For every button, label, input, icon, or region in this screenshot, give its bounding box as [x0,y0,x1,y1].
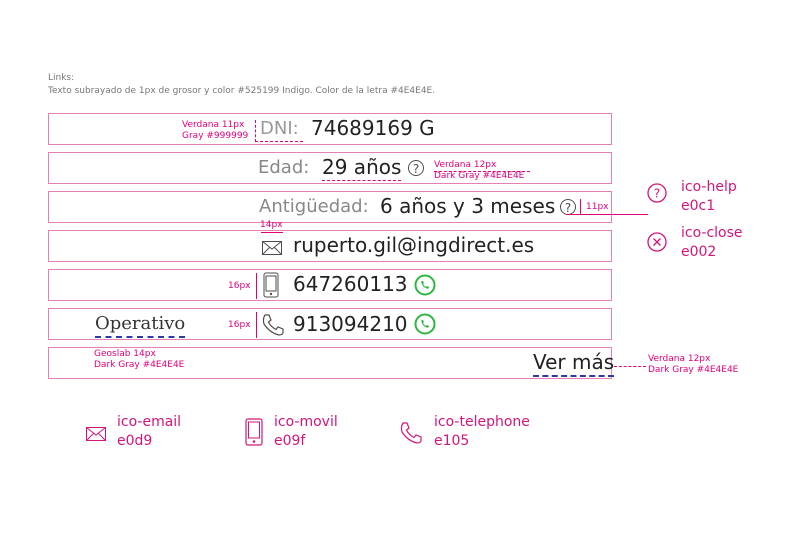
whatsapp-icon[interactable] [414,274,436,300]
row-antiguedad-box [48,191,612,223]
telephone-icon [261,313,285,341]
movil-size-note: 16px [228,281,251,291]
edad-annotation: Verdana 12px Dark Gray #4E4E4E [434,160,525,181]
email-size-note: 14px [260,220,283,230]
edad-label: Edad: [258,157,310,178]
legend-movil: ico-movil e09f [274,414,338,449]
header-title: Links: [48,73,75,83]
row-telefono-box [48,308,612,340]
help-icon: ? [647,183,667,207]
svg-text:?: ? [654,187,660,201]
close-icon [647,232,667,256]
movil-value[interactable]: 647260113 [293,272,408,296]
whatsapp-icon[interactable] [414,313,436,339]
dni-value: 74689169 G [311,116,435,140]
telefono-size-note: 16px [228,320,251,330]
dni-annotation-line [255,141,303,142]
vermas-annotation-line [614,366,646,367]
email-value[interactable]: ruperto.gil@ingdirect.es [293,233,535,257]
dni-annotation: Verdana 11px Gray #999999 [182,120,249,141]
antiguedad-size-note: 11px [586,202,609,212]
email-size-arrow [261,232,283,233]
edad-value[interactable]: 29 años [322,155,402,181]
telephone-icon [399,421,423,449]
mobile-icon [263,272,279,302]
antiguedad-help-icon[interactable]: ? [560,199,576,215]
edad-annotation-line [434,171,530,172]
row-movil-box [48,269,612,301]
dni-annotation-bracket [255,120,257,142]
legend-telephone: ico-telephone e105 [434,414,530,449]
movil-size-arrow [256,273,257,299]
ver-mas-link[interactable]: Ver más [533,350,615,377]
antiguedad-label: Antigüedad: [259,196,369,217]
email-icon [86,426,106,445]
legend-help: ico-help e0c1 [681,179,737,214]
antiguedad-size-arrow [580,199,581,215]
telefono-size-arrow [256,312,257,338]
edad-help-icon[interactable]: ? [408,160,424,176]
legend-close: ico-close e002 [681,225,743,260]
status-operativo: Operativo [95,313,186,338]
row-dni-box [48,113,612,145]
telefono-value[interactable]: 913094210 [293,312,408,336]
status-annotation: Geoslab 14px Dark Gray #4E4E4E [94,349,185,370]
email-icon [262,240,282,259]
legend-email: ico-email e0d9 [117,414,182,449]
vermas-annotation: Verdana 12px Dark Gray #4E4E4E [648,354,739,375]
help-pointer-line [566,214,648,215]
row-vermas-box [48,347,612,379]
dni-label: DNI: [260,118,299,139]
antiguedad-value: 6 años y 3 meses [380,194,556,218]
row-edad-box [48,152,612,184]
mobile-icon [245,418,263,450]
row-email-box [48,230,612,262]
header-description: Texto subrayado de 1px de grosor y color… [48,86,436,96]
